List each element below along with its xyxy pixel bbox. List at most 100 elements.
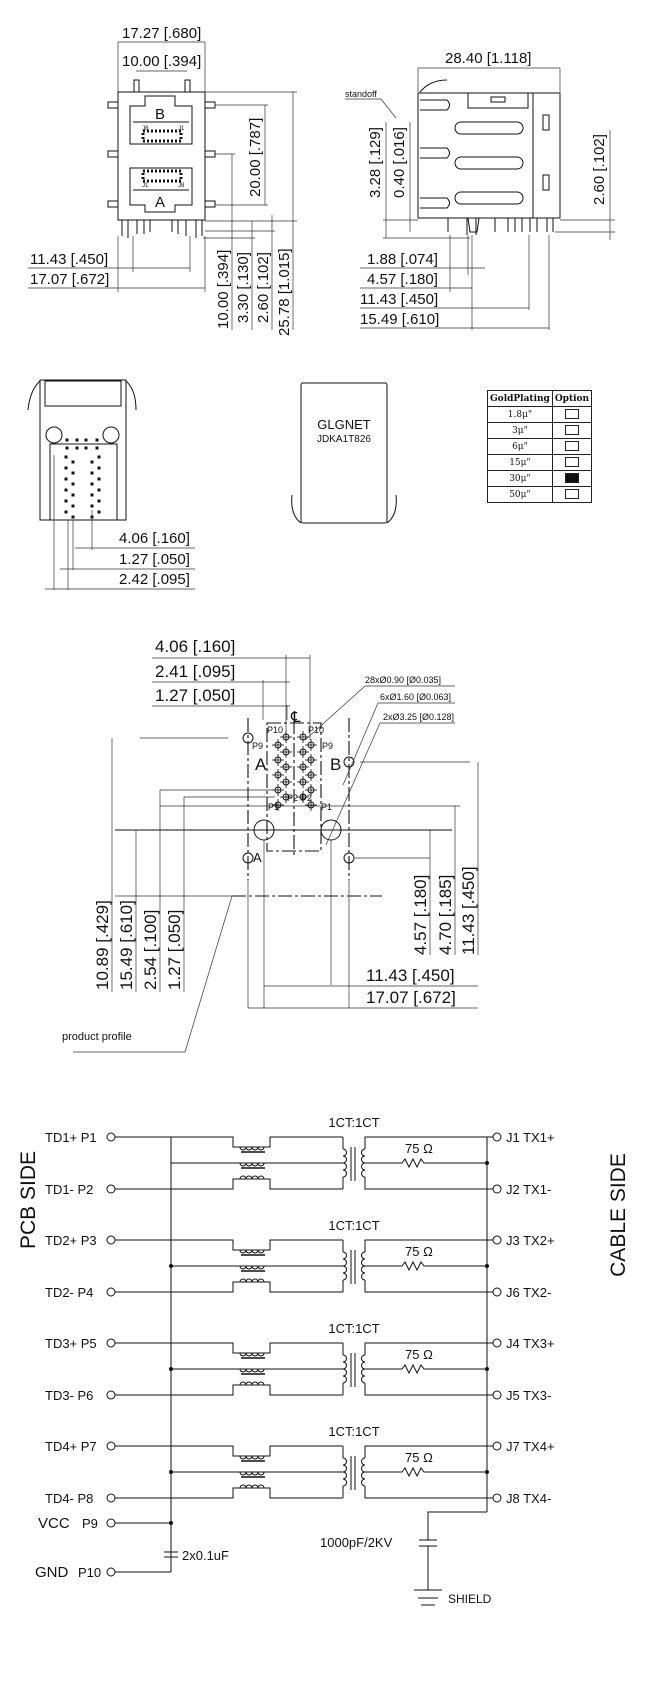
leader-line	[325, 722, 381, 846]
wire	[364, 1177, 493, 1190]
header-option: Option	[551, 390, 593, 407]
junction	[169, 1367, 173, 1371]
transformer-ratio: 1CT:1CT	[328, 1115, 379, 1130]
wire	[115, 1136, 343, 1148]
top-view: GLGNET JDKA1T826	[291, 382, 397, 524]
pcb-plus-label: TD2+ P3	[45, 1233, 97, 1248]
cable-plus-terminal[interactable]	[492, 1235, 502, 1245]
dim-left-1: 10.89 [.429]	[93, 900, 112, 990]
pin-hole	[84, 438, 88, 442]
pcb-minus-terminal[interactable]	[106, 1390, 116, 1400]
pcb-minus-label: TD4- P8	[45, 1491, 93, 1506]
pin-p2-right: P2	[301, 793, 312, 803]
transformer-primary	[342, 1251, 347, 1281]
pcb-plus-terminal[interactable]	[106, 1338, 116, 1348]
option-checkbox[interactable]	[564, 457, 579, 468]
dim-right-3: 11.43 [.450]	[459, 866, 478, 955]
tab	[107, 200, 119, 208]
option-checkbox[interactable]	[564, 489, 579, 500]
pcb-minus-terminal[interactable]	[106, 1184, 116, 1194]
clip	[420, 147, 450, 159]
pcb-plus-label: TD1+ P1	[45, 1130, 97, 1145]
junction	[169, 1470, 173, 1474]
choke-coil	[239, 1265, 265, 1270]
pcb-plus-label: TD4+ P7	[45, 1439, 97, 1454]
shield-hole	[242, 732, 254, 744]
pin-p9-left: P9	[252, 741, 263, 751]
transformer-secondary	[361, 1457, 366, 1487]
vcc-terminal[interactable]	[106, 1518, 116, 1528]
brand-label: GLGNET	[317, 417, 371, 432]
transformer-ratio: 1CT:1CT	[328, 1424, 379, 1439]
pcb-plus-terminal[interactable]	[106, 1441, 116, 1451]
pin-hole	[64, 477, 68, 481]
cable-minus-label: J2 TX1-	[506, 1182, 551, 1197]
pin-hole	[71, 482, 75, 486]
front-view: 17.27 [.680] 10.00 [.394] B J8 J1	[28, 25, 297, 336]
port-b: B J8 J1	[129, 95, 193, 145]
pin-hole	[71, 515, 75, 519]
port-a: A J1 J8	[129, 167, 193, 213]
pin-hole	[97, 477, 101, 481]
slot	[454, 156, 524, 170]
leader-line	[304, 685, 366, 741]
pcb-plus-terminal[interactable]	[106, 1132, 116, 1142]
choke-coil	[239, 1249, 265, 1254]
dim-right-2: 4.70 [.185]	[436, 875, 455, 955]
cable-minus-terminal[interactable]	[492, 1287, 502, 1297]
slot	[454, 121, 524, 135]
choke-coil	[239, 1278, 265, 1283]
option-checkbox[interactable]	[564, 441, 579, 452]
pcb-plus-terminal[interactable]	[106, 1235, 116, 1245]
side-view: 28.40 [1.118] standoff 3.28 [.129] 0.40 …	[345, 50, 615, 330]
dim-side-right: 2.60 [.102]	[591, 134, 608, 205]
plating-value: 6μ"	[487, 438, 553, 455]
pin-hole	[71, 471, 75, 475]
transformer-secondary	[361, 1251, 366, 1281]
termination-resistor	[365, 1157, 487, 1169]
latch-springs	[27, 380, 137, 411]
cable-minus-label: J5 TX3-	[506, 1388, 551, 1403]
pin-holes	[64, 438, 101, 519]
junction	[169, 1264, 173, 1268]
bottom-view: 4.06 [.160] 1.27 [.050] 2.42 [.095]	[27, 379, 195, 590]
tab	[107, 150, 119, 158]
cable-plus-label: J3 TX2+	[506, 1233, 555, 1248]
pin-hole	[97, 499, 101, 503]
pcb-minus-terminal[interactable]	[106, 1493, 116, 1503]
standoff-peg	[467, 217, 480, 233]
cable-minus-terminal[interactable]	[492, 1184, 502, 1194]
pin-contacts	[141, 169, 183, 183]
junction	[485, 1161, 489, 1165]
dim-port-pitch: 20.00 [.787]	[247, 118, 264, 197]
dim-right-1: 4.57 [.180]	[411, 875, 430, 955]
pin-hole	[64, 455, 68, 459]
cable-plus-terminal[interactable]	[492, 1338, 502, 1348]
wire	[115, 1445, 343, 1457]
pin-hole	[65, 438, 69, 442]
dim-pin-span-outer: 17.07 [.672]	[30, 271, 109, 288]
product-profile-label: product profile	[62, 1031, 132, 1043]
choke-coil	[239, 1484, 265, 1489]
pcb-minus-terminal[interactable]	[106, 1287, 116, 1297]
decoupling-cap-label: 2x0.1uF	[182, 1548, 229, 1563]
pin-holes	[272, 731, 317, 811]
gnd-terminal[interactable]	[106, 1567, 116, 1577]
dim-bottom-2: 1.27 [.050]	[119, 551, 190, 568]
cable-plus-terminal[interactable]	[492, 1132, 502, 1142]
cable-minus-terminal[interactable]	[492, 1493, 502, 1503]
cable-side-label: CABLE SIDE	[607, 1153, 630, 1277]
dim-side-b: 0.40 [.016]	[391, 127, 408, 198]
cable-minus-terminal[interactable]	[492, 1390, 502, 1400]
option-checkbox[interactable]	[564, 409, 579, 420]
shield-cap-label: 1000pF/2KV	[320, 1535, 393, 1550]
standoff-label: standoff	[345, 89, 377, 99]
pin-hole	[90, 493, 94, 497]
hole-note-2: 6xØ1.60 [Ø0.063]	[380, 692, 451, 702]
option-checkbox[interactable]	[564, 425, 579, 436]
option-checkbox[interactable]	[564, 473, 579, 484]
cable-plus-terminal[interactable]	[492, 1441, 502, 1451]
transformer-primary	[342, 1148, 347, 1178]
plating-value: 1.8μ"	[487, 406, 553, 423]
